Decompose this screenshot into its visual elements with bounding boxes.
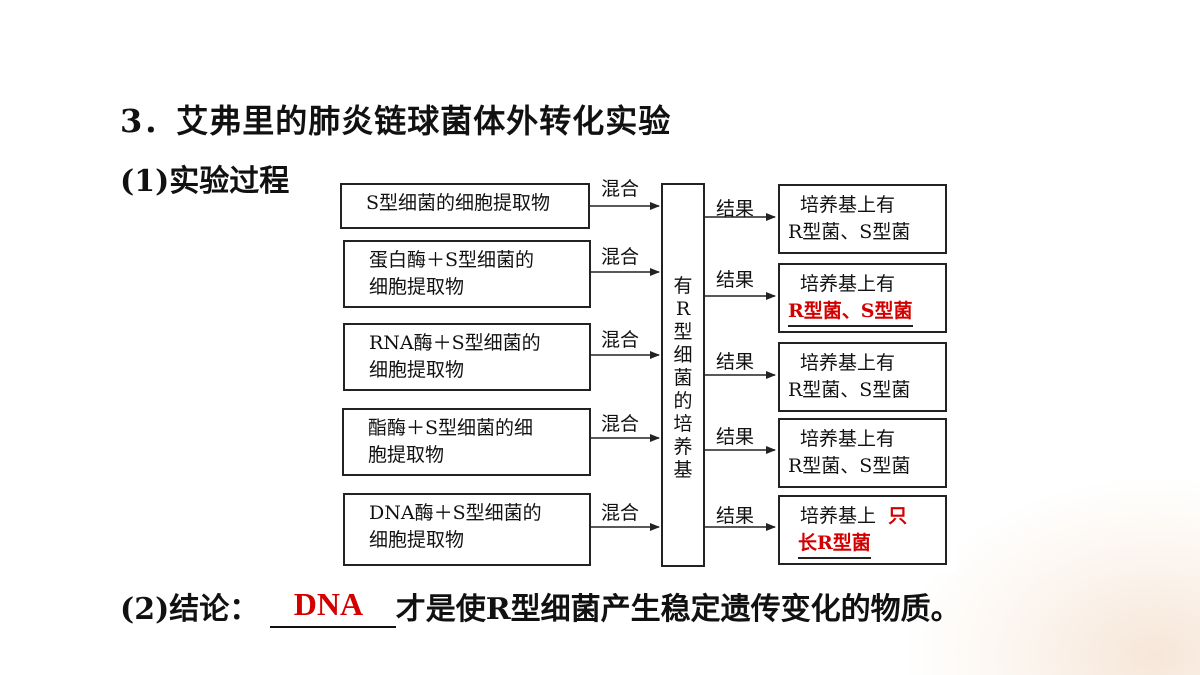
treatment-box-2-line-1: 蛋白酶＋S型细菌的 [369, 249, 535, 271]
result-box-4-line-2: R型菌、S型菌 [788, 455, 911, 477]
center-char-1: 有 [673, 275, 693, 297]
result-box-2-line-1: 培养基上有 [800, 273, 896, 295]
mix-label-1: 混合 [601, 178, 640, 200]
center-char-4: 细 [673, 344, 693, 366]
mix-label-5: 混合 [601, 502, 640, 524]
result-box-1: 培养基上有 R型菌、S型菌 [778, 184, 947, 254]
treatment-box-1-line-1: S型细菌的细胞提取物 [366, 192, 551, 214]
result-label-4: 结果 [716, 426, 755, 448]
treatment-box-5-line-2: 细胞提取物 [369, 529, 465, 551]
center-char-7: 培 [673, 413, 693, 435]
treatment-box-2: 蛋白酶＋S型细菌的 细胞提取物 [343, 240, 591, 308]
result-label-2: 结果 [716, 269, 755, 291]
result-box-5-answer-part-1: 只 [888, 505, 908, 527]
mix-label-4: 混合 [601, 413, 640, 435]
result-box-3-line-2: R型菌、S型菌 [788, 379, 911, 401]
mix-label-2: 混合 [601, 246, 640, 268]
result-box-5-prefix: 培养基上 [800, 505, 877, 527]
result-box-1-line-2: R型菌、S型菌 [788, 221, 911, 243]
result-box-5: 培养基上 只 长R型菌 [778, 495, 947, 565]
treatment-box-3-line-2: 细胞提取物 [369, 359, 465, 381]
conclusion-label: (2)结论： [120, 592, 260, 627]
conclusion-sentence: (2)结论： DNA 才是使R型细菌产生稳定遗传变化的物质。 [120, 584, 961, 628]
treatment-box-2-line-2: 细胞提取物 [369, 276, 465, 298]
center-char-9: 基 [673, 459, 693, 481]
result-box-1-line-1: 培养基上有 [800, 194, 896, 216]
center-char-2: R [675, 298, 691, 320]
treatment-box-5-line-1: DNA酶＋S型细菌的 [369, 502, 542, 524]
result-label-1: 结果 [716, 198, 755, 220]
center-char-6: 的 [673, 390, 693, 412]
conclusion-blank: DNA [269, 586, 396, 628]
mix-label-3: 混合 [601, 329, 640, 351]
result-box-2: 培养基上有 R型菌、S型菌 [778, 263, 947, 333]
result-box-4-line-1: 培养基上有 [800, 428, 896, 450]
experiment-flow-diagram: S型细菌的细胞提取物 蛋白酶＋S型细菌的 细胞提取物 RNA酶＋S型细菌的 细胞… [331, 168, 956, 573]
result-box-5-line-1: 培养基上 只 [800, 503, 945, 530]
result-box-3-line-1: 培养基上有 [800, 352, 896, 374]
page-title: 3．艾弗里的肺炎链球菌体外转化实验 [120, 102, 672, 140]
result-box-4: 培养基上有 R型菌、S型菌 [778, 418, 947, 488]
result-label-5: 结果 [716, 505, 755, 527]
conclusion-answer: DNA [293, 586, 364, 622]
section-label-process: (1)实验过程 [120, 164, 290, 199]
connector-arrows [590, 202, 776, 531]
result-box-2-answer: R型菌、S型菌 [788, 298, 913, 327]
treatment-box-5: DNA酶＋S型细菌的 细胞提取物 [343, 493, 591, 566]
treatment-box-4: 酯酶＋S型细菌的细 胞提取物 [342, 408, 591, 476]
r-type-culture-medium-box: 有 R 型 细 菌 的 培 养 基 [661, 183, 705, 567]
treatment-box-4-line-2: 胞提取物 [368, 444, 445, 466]
result-label-3: 结果 [716, 351, 755, 373]
treatment-box-3-line-1: RNA酶＋S型细菌的 [369, 332, 541, 354]
conclusion-text: 才是使R型细菌产生稳定遗传变化的物质。 [395, 592, 961, 627]
treatment-box-1: S型细菌的细胞提取物 [340, 183, 590, 229]
center-char-8: 养 [673, 436, 693, 458]
center-char-3: 型 [673, 321, 693, 343]
center-char-5: 菌 [673, 367, 693, 389]
treatment-box-4-line-1: 酯酶＋S型细菌的细 [368, 417, 534, 439]
treatment-box-3: RNA酶＋S型细菌的 细胞提取物 [343, 323, 591, 391]
result-box-3: 培养基上有 R型菌、S型菌 [778, 342, 947, 412]
result-box-5-answer-part-2: 长R型菌 [798, 530, 871, 559]
